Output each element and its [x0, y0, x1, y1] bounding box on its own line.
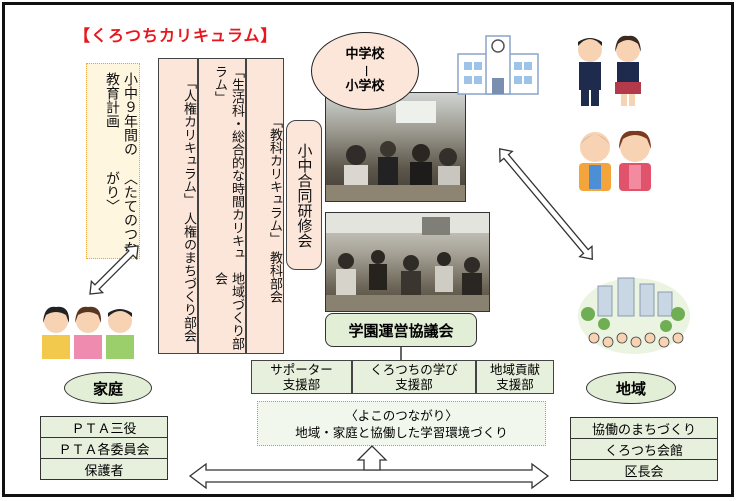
human-rights-committee: 人権のまちづくり部会 — [181, 212, 196, 342]
community-committee: 地域づくり部会 — [212, 272, 244, 351]
joint-training-box: 小中合同研修会 — [286, 120, 322, 270]
subject-curriculum: 「教科カリキュラム」 教科部会 — [246, 58, 284, 354]
home-item: 保護者 — [41, 459, 167, 479]
region-label: 地域 — [586, 372, 676, 404]
human-rights-curriculum: 「人権カリキュラム」 人権のまちづくり部会 — [158, 58, 198, 354]
training-photo-bottom — [325, 212, 490, 312]
region-item: 区長会 — [571, 460, 717, 480]
home-label: 家庭 — [64, 372, 152, 404]
school-ellipse: 中学校 ー 小学校 — [311, 32, 419, 110]
community-contribution-unit-dept: 支援部 — [496, 377, 534, 392]
outer-frame — [2, 2, 734, 497]
region-item: くろつち会館 — [571, 439, 717, 460]
bottom-horizontal-arrow — [188, 462, 550, 490]
life-studies-curriculum: 「生活科・総合的な時間カリキュラム」 地域づくり部会 — [198, 58, 246, 354]
tate-description: 小中９年間の教育計画 — [104, 72, 138, 156]
vertical-connection-box: 〈たてのつながり〉 小中９年間の教育計画 — [86, 63, 140, 259]
yoko-heading: 〈よこのつながり〉 — [345, 407, 458, 423]
home-school-arrow — [89, 245, 139, 295]
yoko-description: 地域・家庭と協働した学習環境づくり — [295, 424, 508, 440]
learning-support-unit-name: くろつちの学び — [370, 362, 458, 377]
training-photo-top-art — [326, 101, 465, 201]
training-photo-bottom-art — [326, 213, 489, 311]
subject-committee: 教科部会 — [267, 251, 282, 303]
home-item: ＰＴＡ三役 — [41, 417, 167, 438]
school-building-icon — [457, 35, 539, 95]
community-contribution-unit: 地域貢献 支援部 — [476, 360, 554, 394]
community-contribution-unit-name: 地域貢献 — [489, 362, 540, 377]
school-council-box: 学園運営協議会 — [325, 313, 477, 347]
diagram-title: 【くろつちカリキュラム】 — [74, 26, 278, 45]
region-item: 協働のまちづくり — [571, 418, 717, 439]
training-photo-top — [325, 92, 466, 202]
learning-support-unit-dept: 支援部 — [395, 377, 433, 392]
human-rights-curriculum-title: 「人権カリキュラム」 — [181, 76, 196, 206]
uniformed-students-icon — [578, 35, 641, 106]
learning-support-unit: くろつちの学び 支援部 — [352, 360, 476, 394]
supporter-unit-dept: 支援部 — [282, 377, 321, 392]
elementary-kids-icon — [579, 130, 651, 191]
subject-curriculum-title: 「教科カリキュラム」 — [267, 115, 282, 245]
horizontal-connection-box: 〈よこのつながり〉 地域・家庭と協働した学習環境づくり — [257, 401, 546, 446]
town-icon — [578, 277, 690, 354]
council-connector — [400, 347, 402, 361]
life-studies-curriculum-title: 「生活科・総合的な時間カリキュラム」 — [212, 65, 244, 260]
region-list: 協働のまちづくり くろつち会館 区長会 — [570, 417, 718, 481]
home-item: ＰＴＡ各委員会 — [41, 438, 167, 459]
supporter-unit: サポーター 支援部 — [251, 360, 352, 394]
junior-high-label: 中学校 — [345, 47, 385, 62]
elementary-label: 小学校 — [345, 79, 385, 94]
bottom-up-arrow — [356, 445, 388, 471]
tate-heading: 〈たてのつながり〉 — [104, 170, 138, 255]
school-region-arrow — [499, 148, 593, 260]
family-icon — [42, 306, 134, 359]
supporter-unit-name: サポーター — [270, 362, 333, 377]
home-list: ＰＴＡ三役 ＰＴＡ各委員会 保護者 — [40, 416, 168, 480]
